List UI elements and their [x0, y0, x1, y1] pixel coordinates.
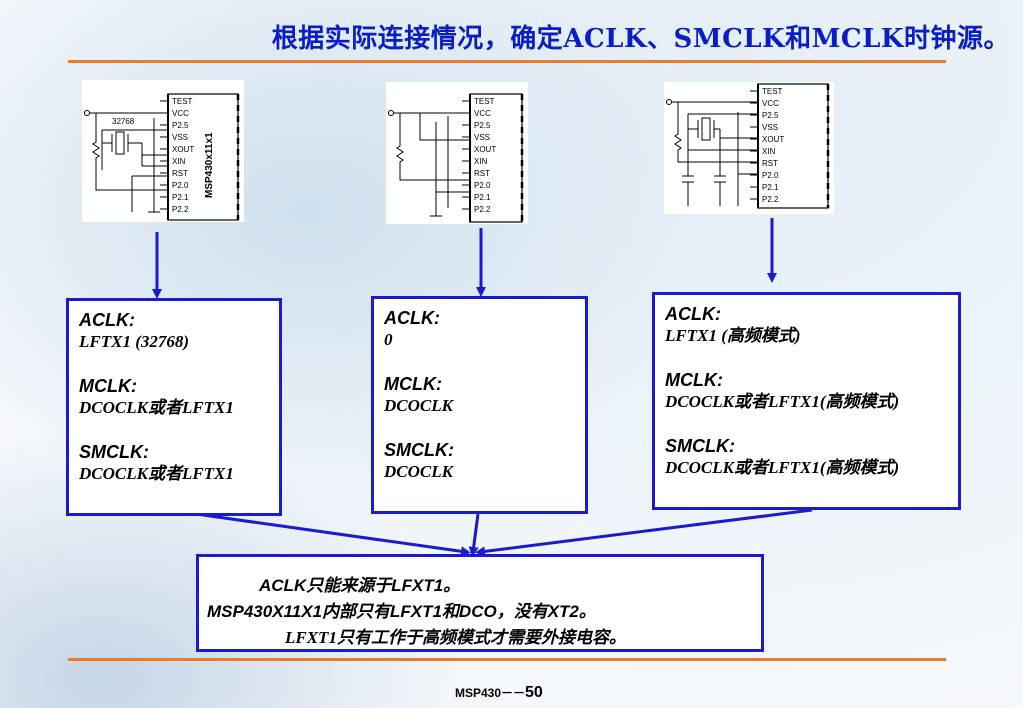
pin-label-p2-5: P2.5 [172, 121, 189, 130]
pin-label-p2-2: P2.2 [172, 205, 189, 214]
pin-label-xout: XOUT [474, 145, 496, 154]
pin-label-p2-2: P2.2 [474, 205, 491, 214]
smclk-value: DCOCLK [384, 462, 453, 481]
slide-footer: MSP430－－50 [455, 684, 543, 702]
pin-label-p2-1: P2.1 [172, 193, 189, 202]
pin-label-p2-0: P2.0 [172, 181, 189, 190]
summary-note: ACLK只能来源于LFXT1。 MSP430X11X1内部只有LFXT1和DCO… [196, 554, 764, 652]
chip1-part-label: MSP430x11x1 [204, 132, 215, 198]
pin-label-vss: VSS [172, 133, 188, 142]
pin-label-p2-0: P2.0 [474, 181, 491, 190]
pin-label-xin: XIN [172, 157, 186, 166]
arrow-box2-note [468, 513, 480, 557]
pin-label-vcc: VCC [172, 109, 189, 118]
page-title: 根据实际连接情况，确定ACLK、SMCLK和MCLK时钟源。 [271, 24, 1010, 54]
mclk-label: MCLK: [665, 370, 723, 390]
pin-label-p2-5: P2.5 [762, 111, 779, 120]
pin-label-xin: XIN [762, 147, 776, 156]
pin-label-vss: VSS [762, 123, 778, 132]
pin-label-test: TEST [172, 97, 193, 106]
pin-label-xin: XIN [474, 157, 488, 166]
pin-label-vcc: VCC [474, 109, 491, 118]
mclk-value: DCOCLK或者LFTX1(高频模式) [665, 392, 900, 411]
note-line-3: LFXT1只有工作于高频模式才需要外接电容。 [285, 628, 626, 647]
smclk-label: SMCLK: [79, 442, 149, 462]
mclk-value: DCOCLK或者LFTX1 [79, 398, 234, 417]
page-number: 50 [525, 684, 543, 701]
smclk-value: DCOCLK或者LFTX1(高频模式) [665, 458, 900, 477]
mclk-label: MCLK: [79, 376, 137, 396]
top-divider [68, 60, 946, 63]
smclk-label: SMCLK: [384, 440, 454, 460]
pin-label-p2-2: P2.2 [762, 195, 779, 204]
pin-label-p2-1: P2.1 [474, 193, 491, 202]
pin-label-xout: XOUT [762, 135, 784, 144]
aclk-label: ACLK: [79, 310, 135, 330]
bottom-divider [68, 658, 946, 661]
pin-label-xout: XOUT [172, 145, 194, 154]
aclk-value: 0 [384, 330, 393, 349]
note-line-2: MSP430X11X1内部只有LFXT1和DCO，没有XT2。 [207, 602, 596, 621]
mclk-value: DCOCLK [384, 396, 453, 415]
aclk-value: LFTX1 (高频模式) [665, 326, 801, 345]
pin-label-rst: RST [172, 169, 188, 178]
chip1-crystal-label: 32768 [112, 117, 135, 126]
pin-label-p2-1: P2.1 [762, 183, 779, 192]
clock-box-2: ACLK: 0 MCLK: DCOCLK SMCLK: DCOCLK [371, 296, 588, 514]
aclk-value: LFTX1 (32768) [79, 332, 190, 351]
note-line-1: ACLK只能来源于LFXT1。 [259, 576, 461, 595]
pin-label-test: TEST [474, 97, 495, 106]
arrow-box3-note [475, 508, 813, 557]
smclk-value: DCOCLK或者LFTX1 [79, 464, 234, 483]
clock-box-3: ACLK: LFTX1 (高频模式) MCLK: DCOCLK或者LFTX1(高… [652, 292, 961, 510]
footer-prefix: MSP430－－ [455, 686, 526, 700]
pin-label-vss: VSS [474, 133, 490, 142]
mclk-label: MCLK: [384, 374, 442, 394]
pin-label-p2-0: P2.0 [762, 171, 779, 180]
clock-box-1: ACLK: LFTX1 (32768) MCLK: DCOCLK或者LFTX1 … [66, 298, 282, 516]
pin-label-test: TEST [762, 87, 783, 96]
smclk-label: SMCLK: [665, 436, 735, 456]
pin-label-p2-5: P2.5 [474, 121, 491, 130]
pin-label-rst: RST [762, 159, 778, 168]
aclk-label: ACLK: [384, 308, 440, 328]
arrow-box1-note [195, 512, 471, 557]
aclk-label: ACLK: [665, 304, 721, 324]
pin-label-vcc: VCC [762, 99, 779, 108]
pin-label-rst: RST [474, 169, 490, 178]
